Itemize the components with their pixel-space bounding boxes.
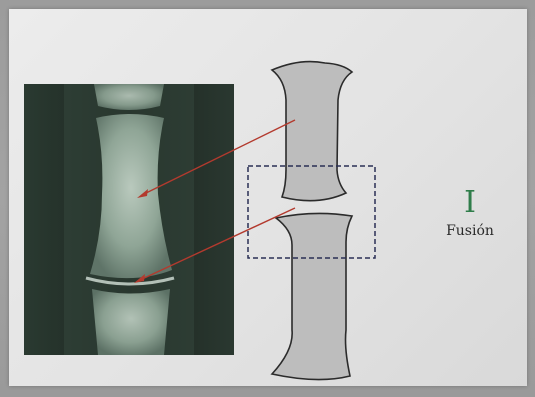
arrow-lower	[134, 208, 295, 283]
classification-caption: Fusión	[430, 222, 510, 240]
classification-label-block: I Fusión	[430, 186, 510, 240]
upper-bone-schematic	[272, 62, 352, 201]
classification-numeral: I	[430, 186, 510, 220]
lower-bone-schematic	[272, 213, 352, 379]
arrow-upper	[137, 120, 295, 198]
